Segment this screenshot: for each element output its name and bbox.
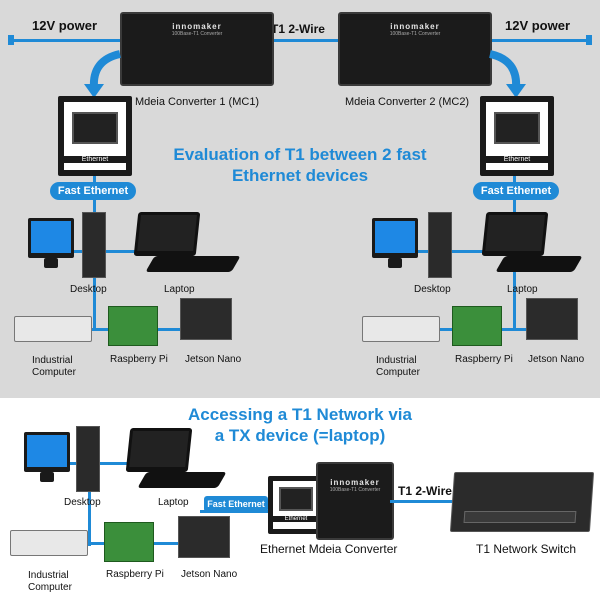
label-converter-bottom: Ethernet Mdeia Converter: [260, 542, 398, 556]
ethernet-port-bottom: Ethernet: [268, 476, 324, 534]
t1-wire-label-bottom: T1 2-Wire: [398, 484, 452, 498]
converter-model: 100Base-T1 Converter: [389, 31, 441, 37]
rj45-jack-icon: [279, 487, 313, 511]
ethernet-caption: Ethernet: [64, 156, 126, 163]
laptop-keyboard: [495, 256, 583, 272]
power-wire-right: [490, 39, 590, 42]
t1-wire-label-top: T1 2-Wire: [271, 22, 325, 36]
raspberry-pi-icon: [104, 522, 154, 562]
label-jetson: Jetson Nano: [185, 354, 242, 365]
bottom-title-line2: a TX device (=laptop): [214, 426, 386, 445]
desktop-monitor-icon: [28, 218, 74, 258]
wire-eth-pill-right: [513, 176, 516, 186]
ethernet-port-left: Ethernet: [58, 96, 132, 176]
media-converter-2: innomaker 100Base-T1 Converter: [338, 12, 492, 86]
jetson-nano-icon: [178, 516, 230, 558]
jetson-nano-icon: [180, 298, 232, 340]
fast-ethernet-pill-bottom: Fast Ethernet: [204, 496, 268, 512]
top-title-line2: Ethernet devices: [231, 166, 369, 185]
label-jetson: Jetson Nano: [528, 354, 585, 365]
jetson-nano-icon: [526, 298, 578, 340]
label-desktop: Desktop: [70, 284, 107, 295]
mc2-label: Mdeia Converter 2 (MC2): [345, 96, 470, 108]
industrial-computer-icon: [14, 316, 92, 342]
mc1-label: Mdeia Converter 1 (MC1): [135, 96, 260, 108]
laptop-icon: [133, 212, 201, 256]
label-raspberry: Raspberry Pi: [455, 354, 513, 365]
laptop-icon: [481, 212, 549, 256]
converter-model: 100Base-T1 Converter: [329, 487, 381, 493]
ethernet-caption: Ethernet: [486, 156, 548, 163]
converter-brand: innomaker: [172, 22, 222, 31]
power-wire-left: [10, 39, 122, 42]
label-switch: T1 Network Switch: [476, 542, 577, 556]
label-raspberry-bottom: Raspberry Pi: [106, 569, 164, 580]
desktop-monitor-icon: [24, 432, 70, 472]
rj45-jack-icon: [494, 112, 540, 144]
desktop-tower-icon: [82, 212, 106, 278]
label-laptop: Laptop: [507, 284, 538, 295]
laptop-keyboard: [145, 256, 241, 272]
converter-brand: innomaker: [390, 22, 440, 31]
label-desktop: Desktop: [414, 284, 451, 295]
industrial-computer-icon: [10, 530, 88, 556]
monitor-stand: [40, 472, 54, 482]
bus-wire-bottom-h1: [60, 462, 140, 465]
top-title: Evaluation of T1 between 2 fast Ethernet…: [160, 144, 440, 186]
t1-wire-top: [270, 39, 340, 42]
power-label-right: 12V power: [505, 18, 571, 33]
fast-ethernet-pill-right: Fast Ethernet: [473, 182, 559, 200]
bottom-title-line1: Accessing a T1 Network via: [188, 405, 412, 424]
desktop-monitor-icon: [372, 218, 418, 258]
bus-wire-bottom: [88, 446, 91, 546]
label-desktop-bottom: Desktop: [64, 497, 101, 508]
label-industrial-bottom: Industrial Computer: [28, 570, 72, 593]
arrow-left-icon: [84, 50, 122, 98]
power-plug-left-icon: [8, 35, 14, 45]
power-label-left: 12V power: [32, 18, 98, 33]
laptop-keyboard: [137, 472, 227, 488]
converter-model: 100Base-T1 Converter: [171, 31, 223, 37]
power-plug-right-icon: [586, 35, 592, 45]
rj45-jack-icon: [72, 112, 118, 144]
desktop-tower-icon: [428, 212, 452, 278]
monitor-stand: [388, 258, 402, 268]
bottom-title: Accessing a T1 Network via a TX device (…: [160, 404, 440, 446]
raspberry-pi-icon: [452, 306, 502, 346]
label-raspberry: Raspberry Pi: [110, 354, 168, 365]
t1-network-switch-icon: [449, 472, 595, 532]
media-converter-1: innomaker 100Base-T1 Converter: [120, 12, 274, 86]
ethernet-media-converter: innomaker 100Base-T1 Converter: [316, 462, 394, 540]
fast-ethernet-pill-left: Fast Ethernet: [50, 182, 136, 200]
ethernet-port-right: Ethernet: [480, 96, 554, 176]
ethernet-caption: Ethernet: [273, 516, 319, 522]
wire-eth-pill-left: [93, 176, 96, 186]
top-title-line1: Evaluation of T1 between 2 fast: [173, 145, 427, 164]
converter-brand: innomaker: [330, 478, 380, 487]
label-industrial: Industrial Computer: [32, 355, 76, 378]
monitor-stand: [44, 258, 58, 268]
label-jetson-bottom: Jetson Nano: [181, 569, 238, 580]
label-laptop-bottom: Laptop: [158, 497, 189, 508]
arrow-right-icon: [488, 50, 526, 98]
t1-wire-bottom: [390, 500, 458, 503]
desktop-tower-icon: [76, 426, 100, 492]
laptop-icon: [125, 428, 193, 472]
label-laptop: Laptop: [164, 284, 195, 295]
label-industrial: Industrial Computer: [376, 355, 420, 378]
raspberry-pi-icon: [108, 306, 158, 346]
industrial-computer-icon: [362, 316, 440, 342]
bus-wire-right-h1: [400, 250, 510, 253]
